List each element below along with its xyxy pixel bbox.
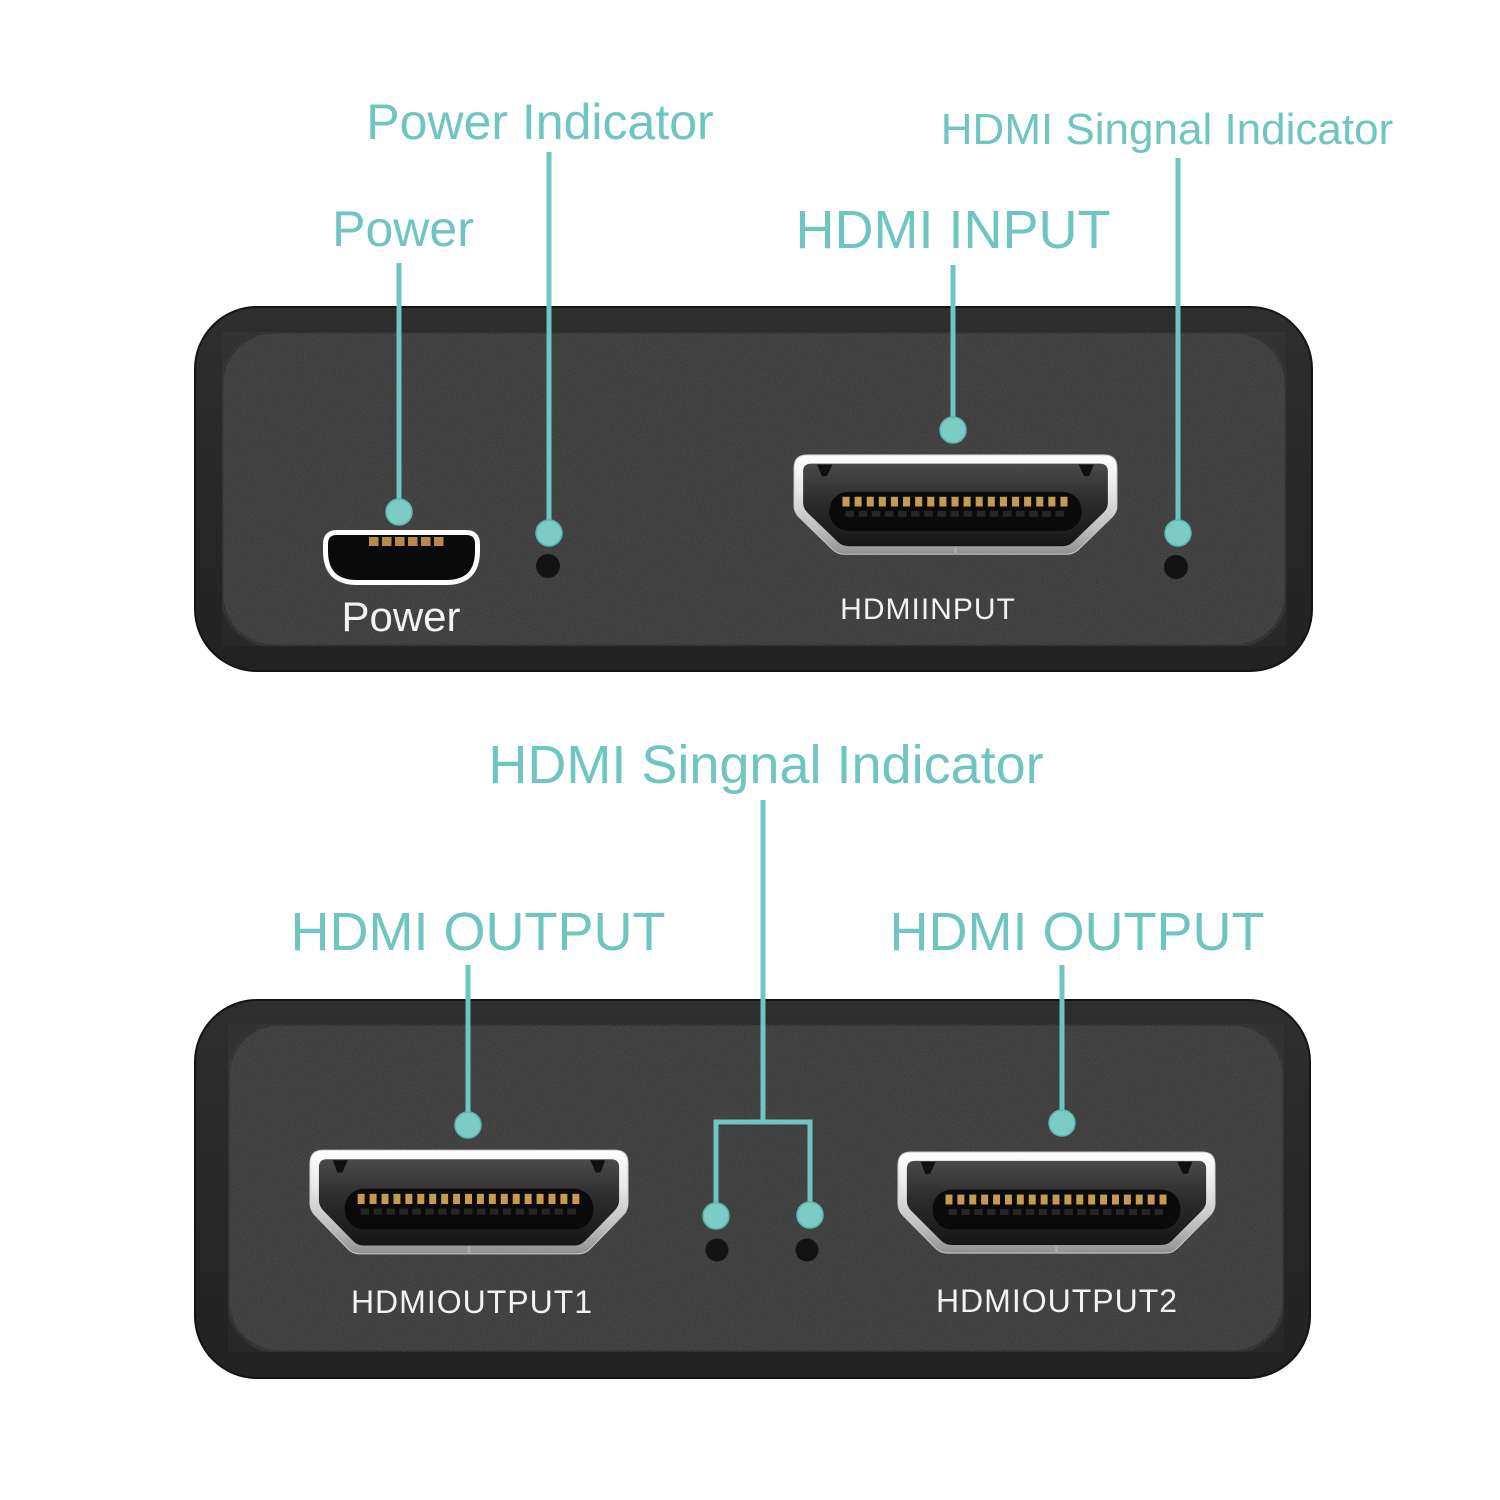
hdmi-signal-middle-line — [713, 800, 813, 1204]
power-label: Power — [332, 201, 474, 257]
power-dot — [385, 498, 413, 526]
hdmi-output1-port-label: HDMIOUTPUT1 — [351, 1284, 593, 1320]
hdmi-output-left-dot — [454, 1111, 482, 1139]
device-rear: HDMIOUTPUT1 HDMIOUTPUT2 — [194, 999, 1311, 1379]
output2-signal-led — [795, 1238, 819, 1262]
hdmi-signal-indicator-middle-label: HDMI Singnal Indicator — [488, 735, 1043, 795]
hdmi-output2-port-label: HDMIOUTPUT2 — [936, 1283, 1178, 1319]
hdmi-signal-indicator-top-label: HDMI Singnal Indicator — [941, 105, 1393, 154]
power-led — [536, 554, 560, 578]
hdmi-input-label: HDMI INPUT — [796, 200, 1111, 260]
hdmi-input-dot — [939, 416, 967, 444]
output2-signal-dot — [796, 1201, 824, 1229]
usb-pins — [369, 537, 444, 546]
power-port-label: Power — [341, 593, 460, 640]
device-rear-face — [226, 1022, 1286, 1354]
hdmi-signal-led — [1164, 555, 1188, 579]
output1-signal-led — [705, 1238, 729, 1262]
device-front: Power HDMIINPUT — [194, 306, 1313, 672]
hdmi-output1-port — [309, 1149, 629, 1255]
annotation-lines — [385, 152, 1192, 1230]
hdmi-signal-top-dot — [1164, 519, 1192, 547]
hdmi-output-right-dot — [1048, 1109, 1076, 1137]
power-indicator-dot — [535, 519, 563, 547]
hdmi-input-port — [793, 454, 1118, 556]
device-front-face — [220, 330, 1288, 648]
hdmi-input-port-label: HDMIINPUT — [840, 593, 1016, 626]
output1-signal-dot — [702, 1202, 730, 1230]
hdmi-output2-port — [897, 1151, 1216, 1255]
hdmi-output-right-label: HDMI OUTPUT — [890, 902, 1265, 962]
annotation-labels: Power Indicator Power HDMI INPUT HDMI Si… — [291, 94, 1394, 962]
micro-usb-power-port — [323, 530, 480, 585]
hdmi-output-left-label: HDMI OUTPUT — [291, 902, 666, 962]
power-indicator-label: Power Indicator — [366, 94, 713, 150]
